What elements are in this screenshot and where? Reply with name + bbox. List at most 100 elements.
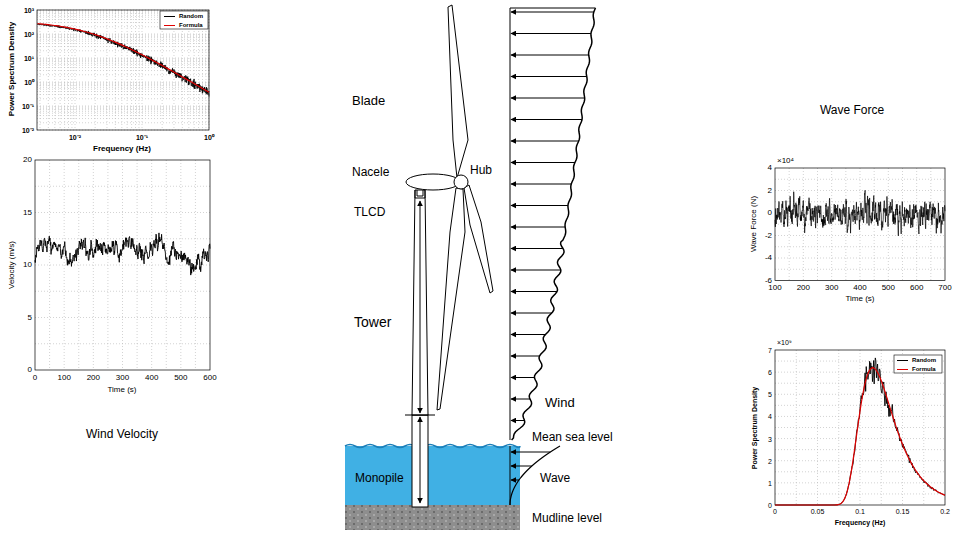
- hub: [454, 175, 468, 189]
- tick-label: 2: [768, 187, 772, 195]
- wind-arrow: [511, 270, 561, 271]
- wave-arrow: [511, 480, 519, 481]
- tick-label: 4: [768, 413, 772, 420]
- grid-line: [37, 39, 209, 40]
- tick-label: 5: [28, 314, 32, 322]
- tlcd-damper: [415, 190, 425, 198]
- grid-line: [37, 98, 209, 99]
- tick-label: 10⁻¹: [136, 134, 148, 141]
- grid-line: [775, 383, 945, 384]
- axis-exponent: ×10⁴: [777, 157, 794, 165]
- wind-arrow: [511, 377, 534, 378]
- tick-label: 0.05: [811, 508, 825, 515]
- tick-label: 400: [853, 284, 866, 292]
- tick-label: 10²: [24, 31, 34, 38]
- grid-line: [166, 160, 167, 370]
- grid-line: [49, 160, 50, 370]
- nacelle: [406, 174, 460, 190]
- seabed-gravel: [345, 505, 520, 530]
- axis-label: Time (s): [845, 295, 874, 303]
- grid-line: [37, 74, 209, 75]
- tick-label: 10³: [24, 7, 34, 14]
- data-curve: [775, 368, 945, 505]
- grid-line: [37, 113, 209, 114]
- data-curve: [37, 24, 209, 93]
- grid-line: [37, 89, 209, 90]
- tick-label: 0: [33, 374, 37, 382]
- grid-line: [48, 10, 49, 130]
- grid-line: [54, 10, 55, 130]
- grid-line: [775, 493, 945, 494]
- axis-label: Frequency (Hz): [835, 519, 886, 526]
- data-curve: [775, 190, 945, 236]
- data-curve: [35, 233, 210, 275]
- grid-line: [35, 291, 210, 292]
- plot-frame: [775, 350, 945, 505]
- tick-label: 10⁻²: [69, 134, 81, 141]
- wave-arrow: [511, 452, 550, 453]
- tick-label: 6: [768, 369, 772, 376]
- wind-arrow: [511, 76, 587, 77]
- plot-axes: [775, 350, 945, 505]
- plot-axes: [775, 168, 945, 281]
- grid-line: [142, 10, 143, 130]
- tick-label: 0.1: [855, 508, 865, 515]
- grid-line: [35, 212, 210, 213]
- grid-line: [902, 168, 903, 281]
- part-label: Wind: [545, 396, 575, 409]
- grid-line: [775, 179, 945, 180]
- grid-line: [37, 85, 209, 86]
- tick-label: 0: [28, 366, 32, 374]
- legend-line-sample: [164, 25, 175, 26]
- plot-frame: [37, 10, 209, 130]
- grid-line: [37, 115, 209, 116]
- grid-line: [135, 10, 136, 130]
- grid-line: [775, 482, 945, 483]
- tick-label: 500: [882, 284, 895, 292]
- grid-line: [37, 58, 209, 59]
- wave-reference-line: [510, 446, 511, 505]
- grid-line: [37, 67, 209, 68]
- wind-arrow: [511, 184, 571, 185]
- grid-line: [127, 10, 128, 130]
- tick-label: 10: [23, 261, 32, 269]
- tower: [412, 190, 428, 415]
- legend-text: Random: [179, 13, 203, 19]
- tick-label: 100: [768, 284, 781, 292]
- grid-line: [37, 122, 209, 123]
- tick-label: 0: [768, 209, 772, 217]
- tick-label: 10⁰: [204, 134, 214, 141]
- tick-label: 500: [174, 374, 187, 382]
- grid-line: [37, 35, 209, 36]
- grid-line: [131, 10, 132, 130]
- tick-label: -4: [765, 254, 772, 262]
- axis-label: Wave Force (N): [750, 196, 758, 252]
- wave-arrow: [511, 466, 532, 467]
- grid-line: [35, 186, 210, 187]
- part-label: Mean sea level: [532, 431, 613, 443]
- part-label: Nacele: [352, 166, 389, 178]
- wind-arrow: [511, 98, 585, 99]
- legend-box: [160, 11, 208, 29]
- grid-line: [37, 109, 209, 110]
- grid-line: [39, 10, 40, 130]
- plot-title: Wave Force: [820, 104, 884, 116]
- grid-line: [775, 394, 945, 395]
- tick-label: 10⁻²: [22, 127, 34, 134]
- wind-arrow: [511, 334, 545, 335]
- grid-line: [775, 201, 945, 202]
- grid-line: [37, 111, 209, 112]
- wind-reference-line: [510, 8, 511, 440]
- grid-line: [37, 65, 209, 66]
- wind-arrow: [511, 248, 563, 249]
- legend-line-sample: [164, 16, 175, 17]
- tick-label: 7: [768, 347, 772, 354]
- legend-line-sample: [897, 369, 908, 370]
- grid-line: [37, 82, 209, 83]
- legend-line-sample: [897, 360, 908, 361]
- grid-line: [37, 118, 209, 119]
- axis-label: Time (s): [107, 386, 136, 394]
